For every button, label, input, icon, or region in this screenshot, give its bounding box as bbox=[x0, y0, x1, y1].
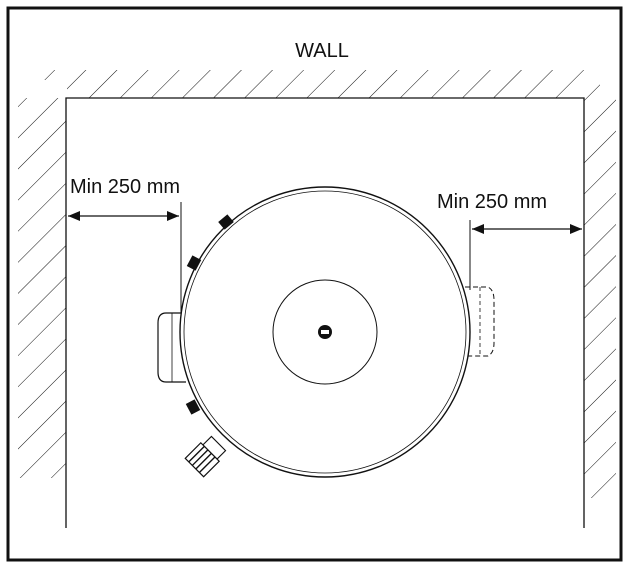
appliance-top-view bbox=[157, 186, 495, 478]
right-clearance-label: Min 250 mm bbox=[437, 191, 547, 213]
wall-hatch-top bbox=[30, 70, 600, 98]
wall-hatching bbox=[18, 70, 616, 498]
left-clearance-dimension bbox=[68, 202, 182, 330]
wall-boundary bbox=[65, 97, 585, 528]
wall-hatch-left bbox=[18, 98, 66, 478]
rim-tab-2 bbox=[186, 255, 202, 271]
wall-hatch-right bbox=[584, 98, 616, 498]
rim-tab-1 bbox=[218, 214, 234, 230]
left-clearance-label: Min 250 mm bbox=[70, 176, 180, 198]
outer-frame bbox=[6, 6, 623, 562]
tank-lid-circle bbox=[272, 279, 378, 385]
threaded-connector bbox=[184, 435, 227, 478]
wall-label: WALL bbox=[295, 40, 349, 62]
tank-rim-circle bbox=[183, 190, 467, 474]
right-clearance-dimension bbox=[469, 220, 582, 290]
rim-tab-3 bbox=[185, 399, 201, 415]
right-fitting-dashed bbox=[465, 286, 495, 357]
